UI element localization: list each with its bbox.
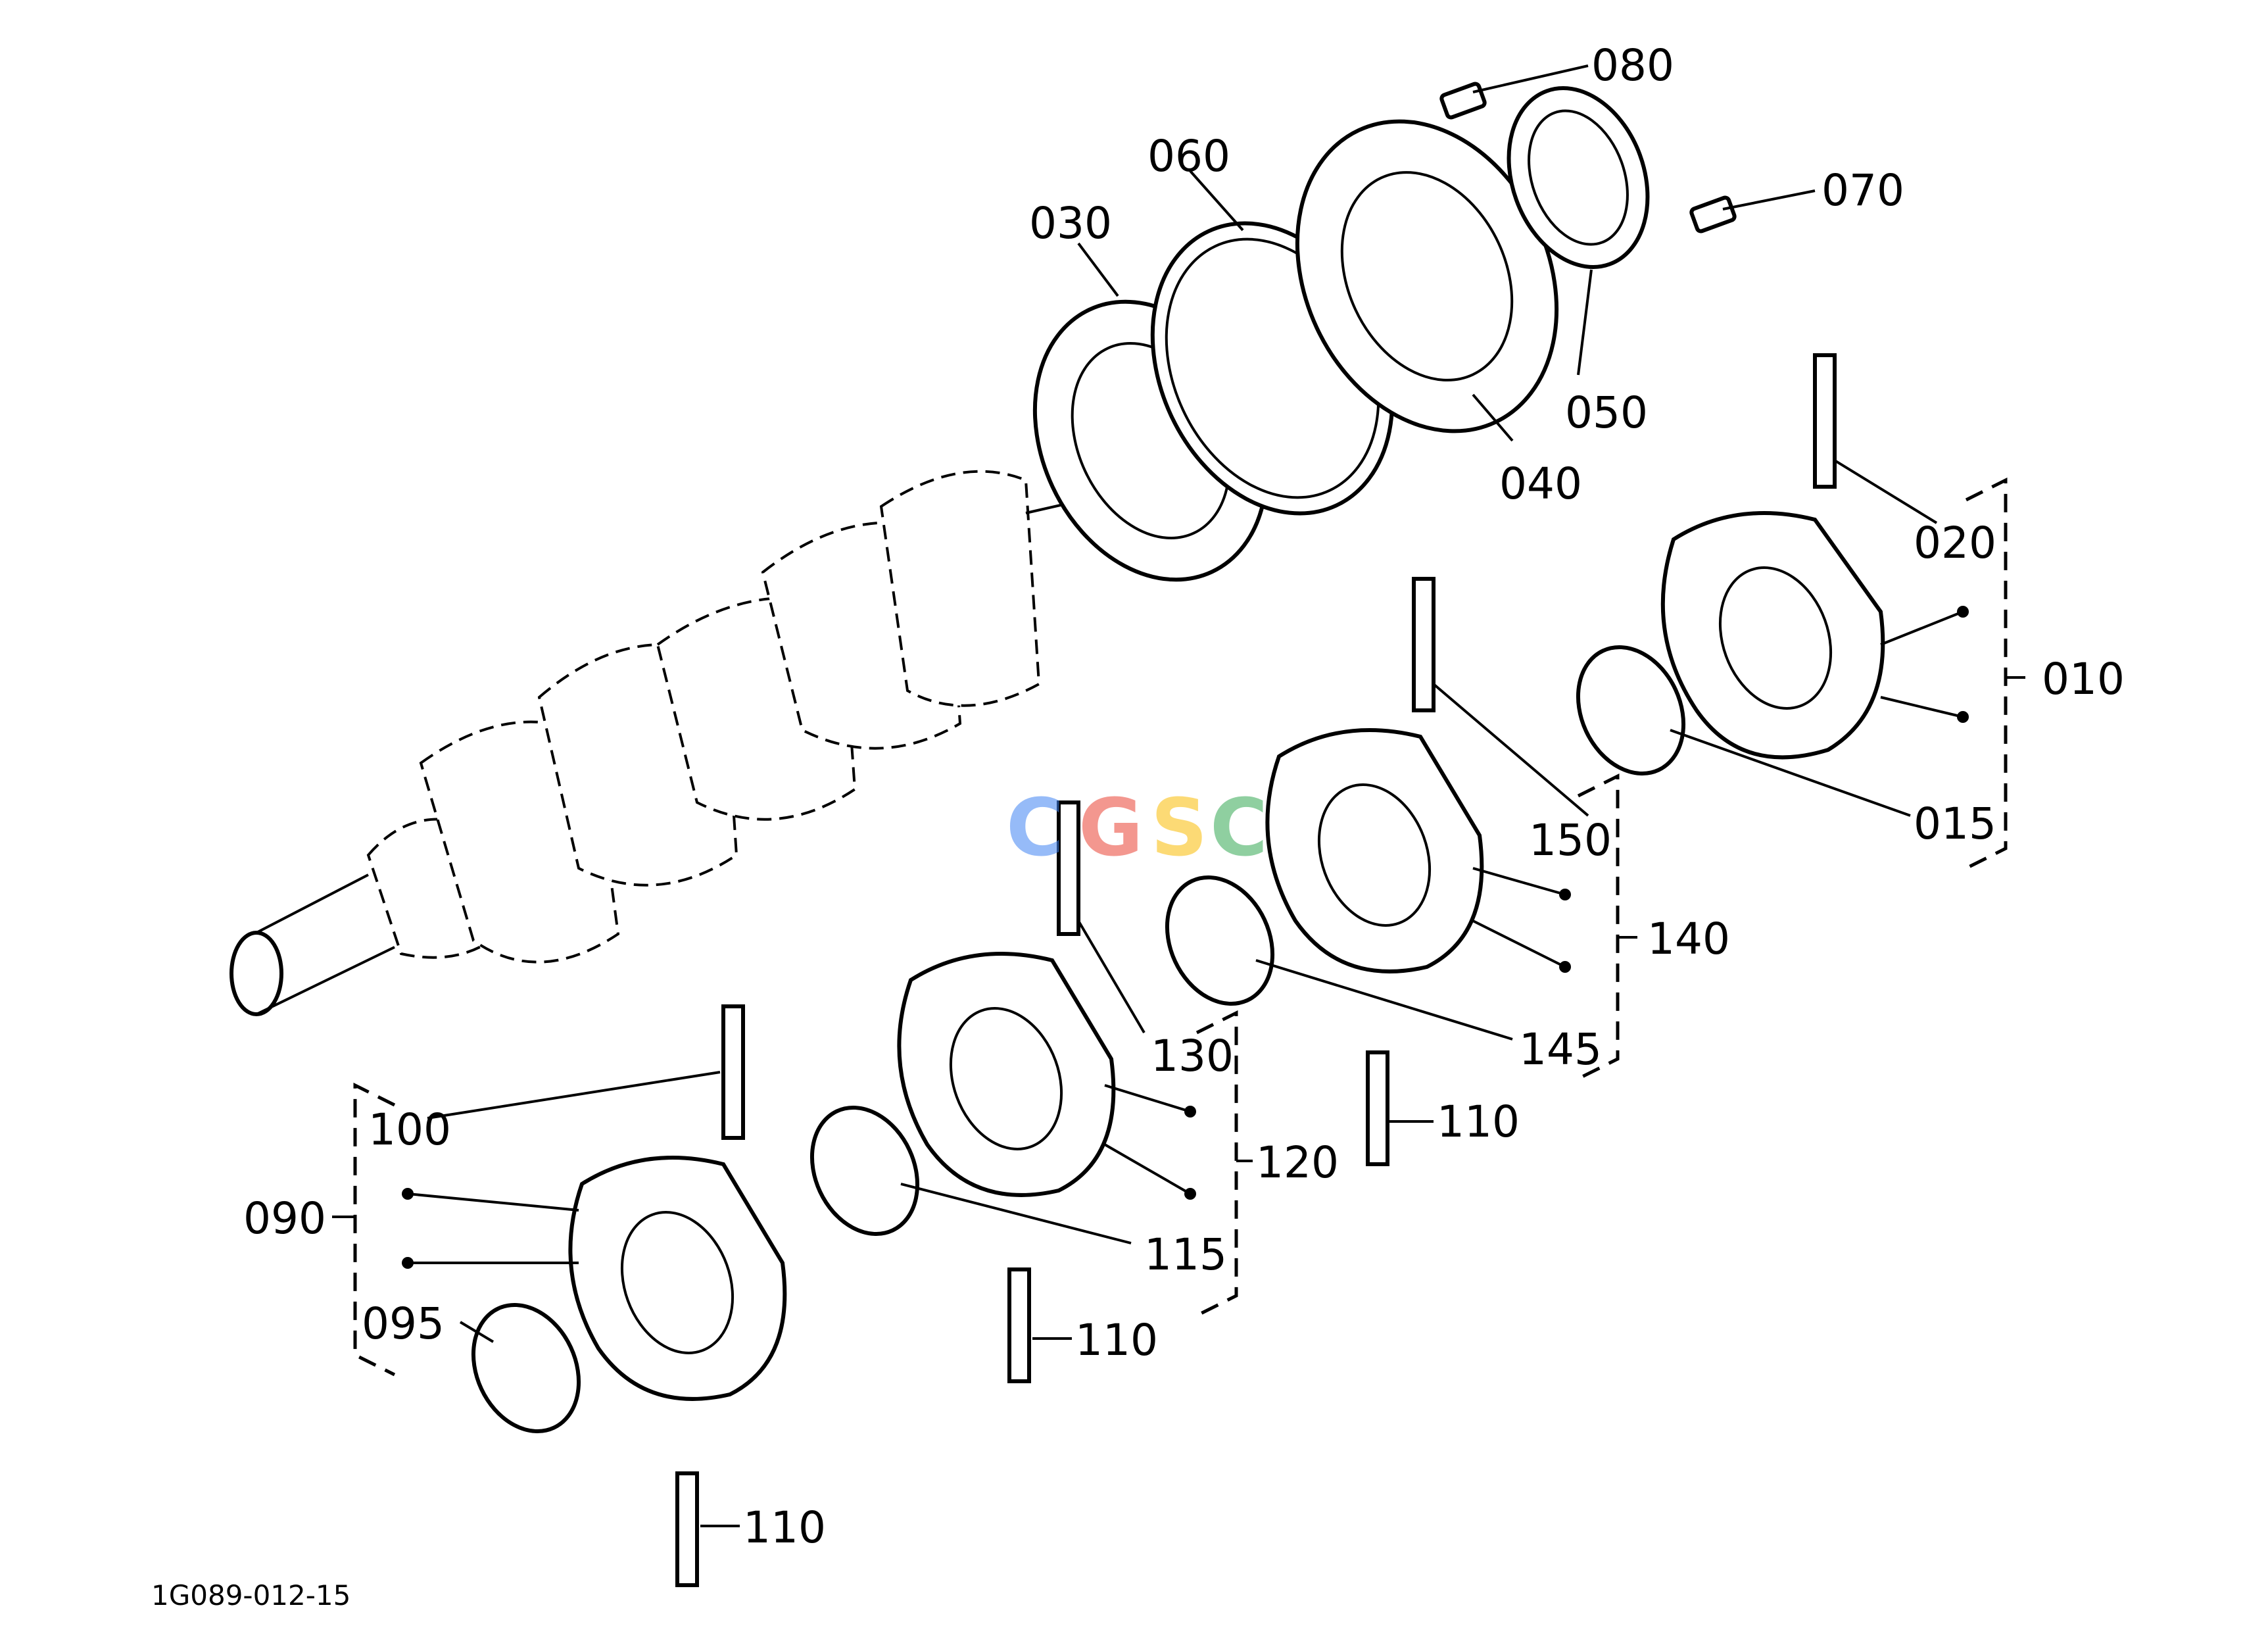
part-050-oil-seal [1507, 86, 1650, 269]
part-label-090: 090 [243, 1193, 326, 1244]
part-label-100: 100 [368, 1104, 451, 1155]
group-bracket-090 [353, 1082, 396, 1377]
part-080-screw [1439, 82, 1487, 120]
group-bracket-010 [1965, 477, 2008, 870]
part-010-bearing-case [1660, 511, 1885, 760]
part-label-145: 145 [1519, 1024, 1602, 1075]
part-110-bolt-c [675, 1471, 699, 1587]
part-label-050: 050 [1565, 387, 1648, 438]
watermark-logo: C G S C [1006, 783, 1268, 874]
reference-dot [1184, 1188, 1196, 1200]
crankshaft-web-5 [879, 470, 1041, 707]
part-label-030: 030 [1029, 198, 1112, 249]
part-label-080: 080 [1591, 40, 1674, 91]
group-bracket-140 [1577, 773, 1620, 1081]
part-090-bearing-case [568, 1156, 787, 1401]
part-145-bearing [1165, 875, 1275, 1006]
part-label-020: 020 [1914, 518, 1996, 568]
part-label-015: 015 [1914, 799, 1996, 849]
reference-dot [402, 1188, 414, 1200]
part-label-110: 110 [1437, 1096, 1520, 1147]
leader-lines [407, 64, 1964, 1527]
part-label-150: 150 [1529, 815, 1612, 866]
part-label-040: 040 [1499, 458, 1582, 509]
watermark-letter: C [1210, 783, 1268, 874]
part-150-bolt [1412, 577, 1436, 712]
drawing-number: 1G089-012-15 [151, 1579, 350, 1611]
reference-dot [1957, 711, 1969, 723]
part-115-bearing [809, 1105, 920, 1237]
part-015-bearing [1576, 645, 1686, 776]
watermark-letter: G [1078, 783, 1144, 874]
crankshaft-drawing [229, 470, 1171, 1016]
reference-dot [1559, 889, 1571, 900]
part-020-bolt [1813, 353, 1837, 489]
part-label-070: 070 [1822, 165, 1904, 216]
watermark-letter: C [1006, 783, 1064, 874]
part-label-110: 110 [1075, 1315, 1158, 1365]
part-label-130: 130 [1151, 1031, 1234, 1081]
reference-dot [1184, 1106, 1196, 1118]
part-130-bolt [1057, 800, 1080, 936]
part-110-bolt-b [1007, 1267, 1031, 1383]
part-label-140: 140 [1647, 914, 1730, 964]
group-bracket-120 [1195, 1010, 1238, 1317]
part-label-115: 115 [1144, 1229, 1227, 1280]
part-110-bolt-a [1366, 1050, 1389, 1166]
part-label-010: 010 [2042, 654, 2125, 704]
crankshaft-spline-shaft [256, 873, 395, 1016]
reference-dot [1957, 606, 1969, 618]
part-100-bolt [721, 1004, 745, 1140]
part-095-bearing [471, 1302, 581, 1434]
part-label-120: 120 [1256, 1137, 1339, 1188]
crankshaft-spline-end [229, 931, 283, 1016]
reference-dot [402, 1257, 414, 1269]
watermark-letter: S [1151, 783, 1207, 874]
part-label-060: 060 [1147, 131, 1230, 182]
part-label-095: 095 [362, 1298, 445, 1349]
part-140-bearing-case [1265, 728, 1484, 973]
part-120-bearing-case [897, 952, 1116, 1197]
part-070-screw [1689, 195, 1737, 234]
reference-dot [1559, 961, 1571, 973]
part-label-110: 110 [743, 1502, 826, 1553]
